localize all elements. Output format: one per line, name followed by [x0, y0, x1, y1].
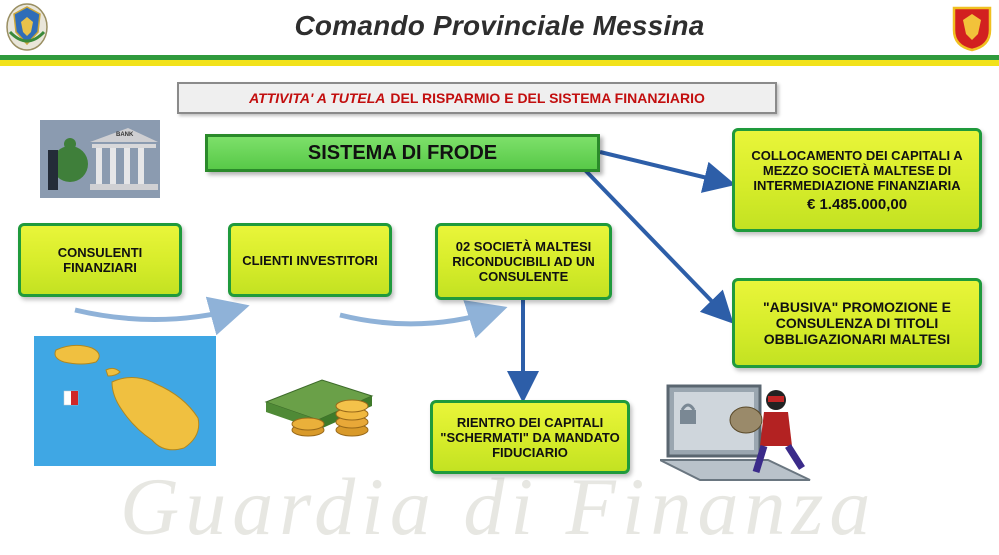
banner-italic: ATTIVITA' A TUTELA	[249, 90, 386, 106]
section-banner: ATTIVITA' A TUTELA DEL RISPARMIO E DEL S…	[177, 82, 777, 114]
emblem-left	[4, 2, 50, 52]
page-title: Comando Provinciale Messina	[294, 10, 705, 41]
clienti-box: CLIENTI INVESTITORI	[228, 223, 392, 297]
banner-text: DEL RISPARMIO E DEL SISTEMA FINANZIARIO	[390, 90, 705, 106]
societa-box: 02 SOCIETÀ MALTESI RICONDUCIBILI AD UN C…	[435, 223, 612, 300]
malta-map	[34, 336, 216, 466]
header-divider-yellow	[0, 60, 999, 66]
rientro-box: RIENTRO DEI CAPITALI "SCHERMATI" DA MAND…	[430, 400, 630, 474]
hacker-laptop-illustration	[659, 380, 820, 488]
collocamento-box: COLLOCAMENTO DEI CAPITALI A MEZZO SOCIET…	[732, 128, 982, 232]
header-divider-green	[0, 55, 999, 60]
collocamento-text: COLLOCAMENTO DEI CAPITALI A MEZZO SOCIET…	[751, 148, 963, 193]
sistema-frode-box: SISTEMA DI FRODE	[205, 134, 600, 172]
arrow-to-abusiva	[583, 168, 734, 324]
consulenti-box: CONSULENTI FINANZIARI	[18, 223, 182, 297]
arrow-to-collocamento	[599, 150, 736, 193]
bank-label: BANK	[116, 132, 134, 138]
importo-text: € 1.485.000,00	[806, 196, 908, 213]
emblem-right	[950, 2, 994, 52]
bank-illustration: BANK	[40, 120, 160, 198]
abusiva-box: "ABUSIVA" PROMOZIONE E CONSULENZA DI TIT…	[732, 278, 982, 368]
money-illustration	[262, 372, 380, 442]
curved-arrow-2	[339, 300, 508, 339]
curved-arrow-1	[74, 296, 250, 336]
